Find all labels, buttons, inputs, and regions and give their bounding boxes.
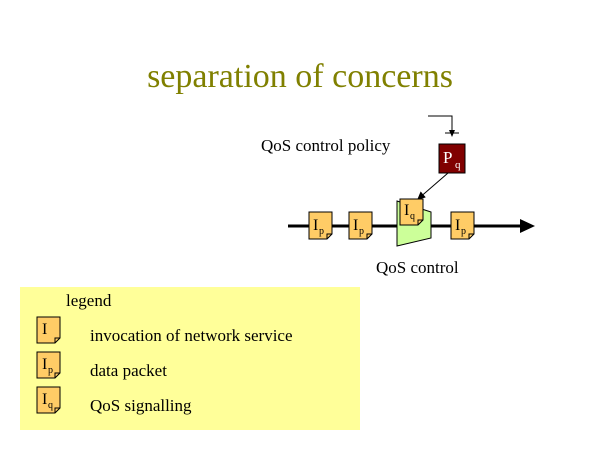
policy-box-sub: q bbox=[455, 159, 461, 171]
qos-control-label: QoS control bbox=[376, 258, 459, 277]
legend-label-invocation: invocation of network service bbox=[90, 326, 293, 345]
policy-input-arrowhead bbox=[449, 130, 455, 137]
data-flow-arrowhead bbox=[520, 219, 535, 233]
legend-label-data-packet: data packet bbox=[90, 361, 167, 380]
data-packet-3: I p bbox=[450, 211, 475, 240]
legend-icon-qos-signalling: I q bbox=[36, 386, 61, 414]
legend-icon-3-base: I bbox=[42, 391, 47, 408]
legend-icon-1-base: I bbox=[42, 321, 47, 338]
qos-control-policy-label: QoS control policy bbox=[261, 136, 391, 155]
data-packet-1-sub: p bbox=[319, 226, 324, 237]
legend-icon-invocation: I bbox=[36, 316, 61, 344]
data-packet-2: I p bbox=[348, 211, 373, 240]
legend-icon-3-sub: q bbox=[48, 400, 53, 411]
policy-box-pq: P q bbox=[438, 143, 466, 174]
data-packet-1-base: I bbox=[313, 217, 318, 234]
control-packet-sub: q bbox=[410, 211, 415, 222]
legend-icon-2-base: I bbox=[42, 356, 47, 373]
data-packet-3-sub: p bbox=[461, 226, 466, 237]
legend-icons: I I p I q bbox=[36, 316, 61, 414]
policy-input-line bbox=[428, 115, 453, 131]
legend-label-qos-signalling: QoS signalling bbox=[90, 396, 192, 415]
policy-to-control-arrow bbox=[417, 172, 449, 200]
policy-box-base: P bbox=[443, 148, 452, 167]
legend-panel: legend I I p I q invocation of network s… bbox=[20, 287, 360, 430]
control-packet-iq: I q bbox=[399, 198, 424, 226]
control-packet-base: I bbox=[404, 202, 409, 219]
data-packet-2-sub: p bbox=[359, 226, 364, 237]
legend-title: legend bbox=[66, 291, 112, 310]
legend-icon-2-sub: p bbox=[48, 365, 53, 376]
data-packet-2-base: I bbox=[353, 217, 358, 234]
data-packet-3-base: I bbox=[455, 217, 460, 234]
legend-icon-data-packet: I p bbox=[36, 351, 61, 379]
data-packet-1: I p bbox=[308, 211, 333, 240]
slide-title: separation of concerns bbox=[147, 58, 453, 95]
